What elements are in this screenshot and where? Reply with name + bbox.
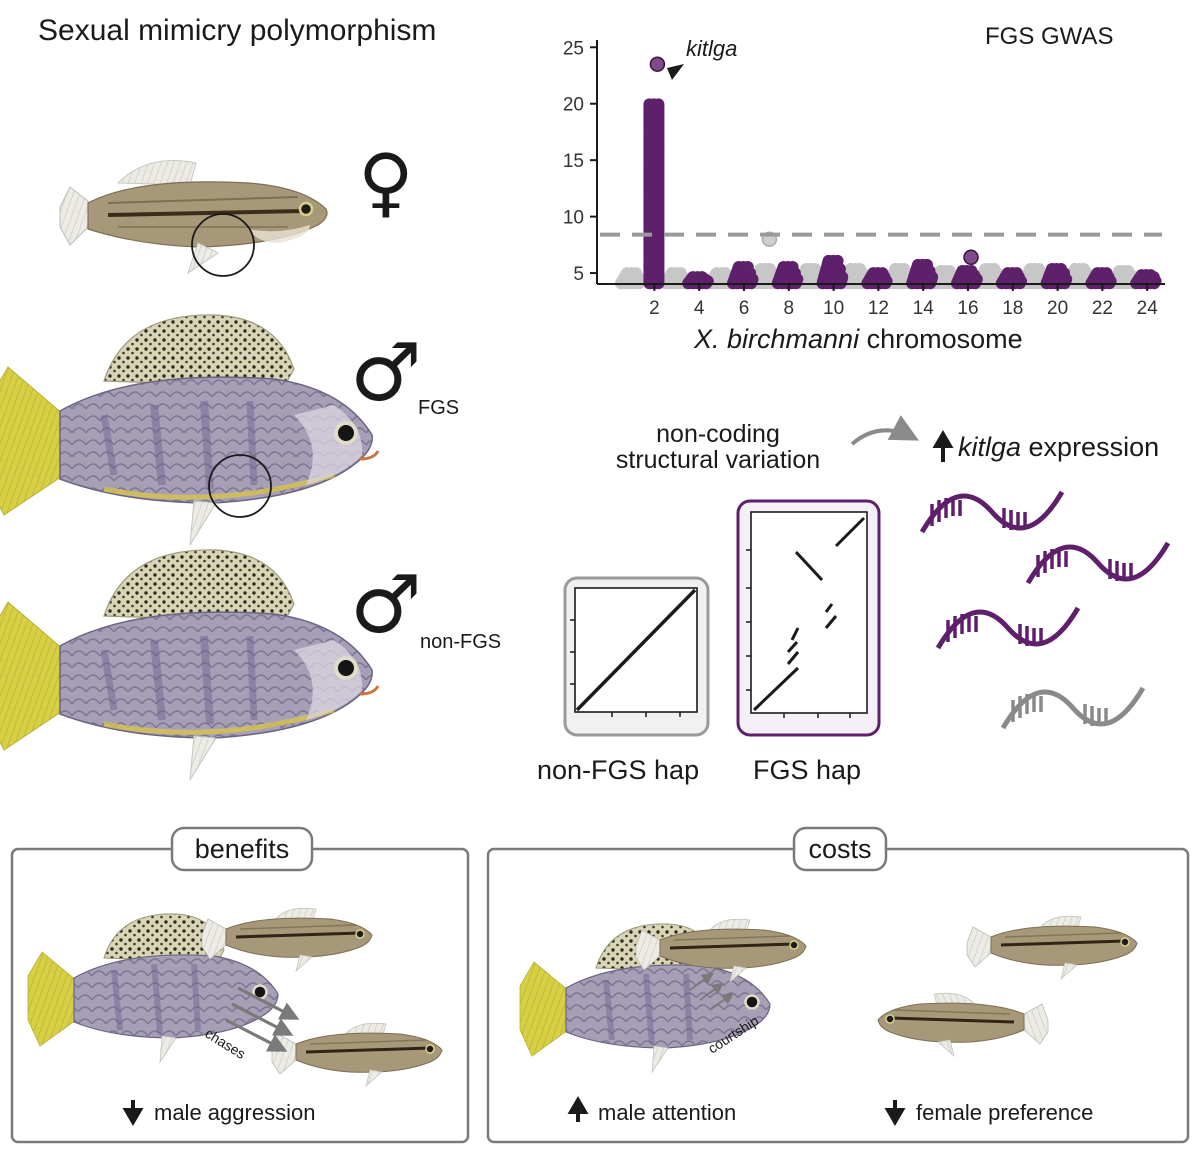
costs-title: costs — [808, 834, 871, 864]
dna-helix-icon-purple-1 — [922, 482, 1062, 532]
male-aggression-caption: male aggression — [154, 1100, 315, 1125]
fgs-spot-circle — [208, 454, 272, 518]
snp-point — [719, 267, 732, 280]
x-tick-label: 8 — [784, 298, 795, 319]
up-arrow-icon-attention — [567, 1096, 589, 1122]
x-tick-label: 12 — [868, 298, 889, 319]
snp-point — [1033, 263, 1046, 275]
snp-point — [809, 263, 822, 275]
snp-point — [1144, 269, 1157, 282]
snp-point — [965, 265, 978, 277]
nonfgs-male-fish-illustration — [0, 550, 378, 780]
benefits-panel: benefits chases male aggression — [10, 826, 470, 1144]
manhattan-points — [615, 56, 1162, 290]
gwas-panel-label: FGS GWAS — [985, 23, 1113, 50]
female-fish-illustration — [58, 158, 329, 277]
mechanism-line-1: non-coding — [656, 420, 780, 448]
chromosome-6-points — [727, 261, 759, 290]
snp-point — [853, 263, 866, 275]
y-tick-label: 5 — [573, 264, 584, 285]
snp-point — [674, 267, 687, 280]
dna-helix-icon-purple-2 — [1028, 533, 1168, 583]
x-axis-label-rest: chromosome — [859, 324, 1023, 354]
male-symbol-nonfgs: ♂ — [350, 558, 422, 651]
kitlga-peak-label: kitlga — [686, 36, 737, 61]
snp-point — [652, 98, 665, 111]
fgs-morph-label: FGS — [418, 397, 459, 419]
x-axis-label: X. birchmanni chromosome — [693, 324, 1023, 354]
y-tick-label: 20 — [563, 95, 584, 116]
nonfgs-hap-label: non-FGS hap — [537, 755, 699, 785]
chromosome-1-points — [615, 267, 647, 290]
snp-point — [630, 267, 642, 280]
x-tick-label: 16 — [957, 298, 978, 319]
snp-point — [876, 267, 889, 280]
down-arrow-icon-aggression — [122, 1100, 144, 1126]
x-tick-label: 6 — [739, 298, 750, 319]
female-preference-caption: female preference — [916, 1100, 1093, 1125]
x-tick-label: 10 — [823, 298, 844, 319]
dna-helix-icon-purple-3 — [938, 598, 1078, 648]
x-tick-label: 2 — [649, 298, 660, 319]
figure-title: Sexual mimicry polymorphism — [38, 14, 436, 47]
curved-arrow-icon — [850, 415, 919, 446]
y-tick-label: 10 — [563, 208, 584, 229]
x-tick-label: 20 — [1047, 298, 1068, 319]
fgs-male-fish-illustration — [0, 315, 378, 545]
chromosome-23-points — [1107, 265, 1140, 290]
nonfgs-dotplot — [563, 576, 710, 737]
kitlga-expression-rest: expression — [1021, 432, 1159, 462]
nonfgs-morph-label: non-FGS — [420, 631, 501, 653]
snp-point — [1077, 263, 1090, 275]
kitlga-expression-label: kitlga expression — [958, 432, 1159, 462]
snp-point — [786, 261, 799, 273]
x-tick-label: 24 — [1137, 298, 1159, 319]
snp-point — [1100, 267, 1113, 280]
chromosome-20-points — [1040, 263, 1073, 290]
snp-point — [741, 261, 754, 273]
snp-point — [898, 263, 911, 275]
snp-point — [831, 254, 844, 267]
y-tick-label: 25 — [563, 38, 584, 59]
snp-point — [695, 271, 708, 284]
top-hit-point — [649, 56, 666, 72]
y-axis-ticks: 5 10 15 20 25 — [563, 38, 597, 285]
snp-point — [1010, 267, 1023, 280]
snp-point — [1122, 265, 1135, 277]
male-attention-caption: male attention — [598, 1100, 736, 1125]
snp-point — [1055, 263, 1067, 275]
chromosome-2-points — [643, 56, 666, 290]
snp-point — [921, 258, 933, 271]
female-symbol: ♀ — [358, 137, 414, 226]
gravid-spot-circle — [191, 213, 255, 277]
snp-point — [988, 263, 1001, 275]
chromosome-8-points — [771, 261, 804, 290]
mechanism-line-2: structural variation — [616, 446, 820, 474]
kitlga-expression-italic: kitlga — [958, 432, 1021, 462]
x-tick-label: 4 — [694, 298, 705, 319]
fgs-dotplot — [736, 499, 881, 737]
x-tick-label: 14 — [913, 298, 935, 319]
y-tick-label: 15 — [563, 151, 584, 172]
snp-point — [763, 263, 776, 275]
fgs-hap-label: FGS hap — [753, 755, 861, 785]
benefits-title: benefits — [195, 834, 290, 864]
x-axis-label-italic: X. birchmanni — [693, 324, 860, 354]
snp-point — [943, 265, 956, 277]
costs-panel: costs courtship male attention female pr… — [486, 826, 1190, 1144]
x-tick-label: 18 — [1002, 298, 1023, 319]
male-symbol-fgs: ♂ — [350, 326, 422, 419]
dna-helix-icon-gray — [1003, 678, 1143, 728]
kitlga-pointer-icon — [667, 64, 684, 80]
x-tick-label: 22 — [1092, 298, 1113, 319]
up-arrow-icon — [932, 430, 954, 462]
chromosome-12-points — [861, 267, 893, 290]
top-hit-point — [963, 249, 979, 266]
down-arrow-icon-preference — [884, 1100, 906, 1126]
